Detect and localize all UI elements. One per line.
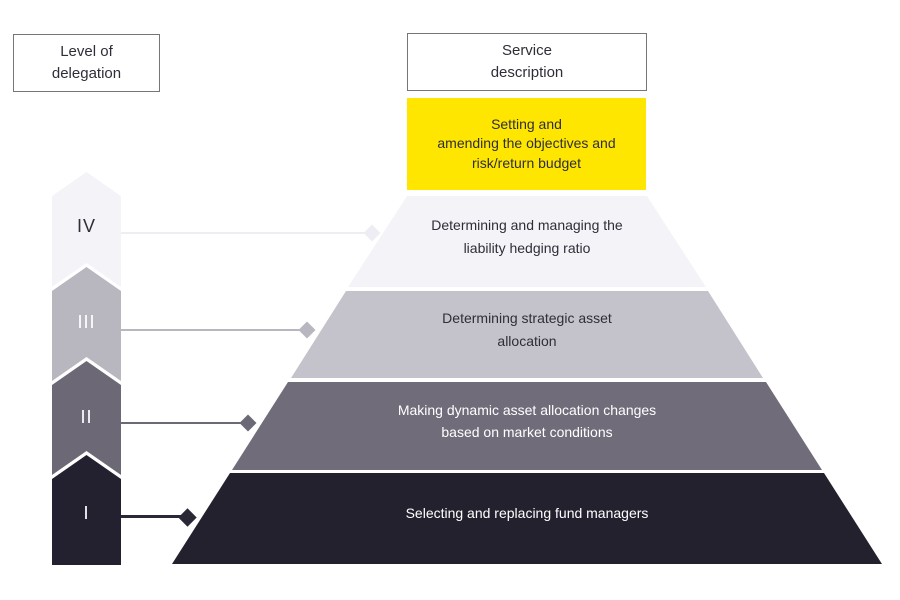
chevron-level-i [52,455,121,565]
connector-diamond-iii [298,321,316,339]
level-of-delegation-header-box: Level of delegation [13,34,160,92]
connector-line-iv [121,232,372,234]
connector-line-iii [121,329,307,331]
connector-line-i [121,515,187,518]
pyramid-layer-liability-hedging: Determining and managing the liability h… [348,196,706,287]
objectives-risk-budget-block: Setting and amending the objectives and … [407,98,646,190]
pyramid-layer-dynamic-allocation: Making dynamic asset allocation changes … [232,382,822,470]
numeral-iii: III [77,312,96,332]
numeral-i: I [83,503,90,523]
connector-diamond-iv [363,224,381,242]
connector-diamond-i [178,508,197,527]
pyramid-layer-fund-managers: Selecting and replacing fund managers [172,473,882,564]
numeral-ii: II [80,407,93,427]
service-description-header-box: Service description [407,33,647,91]
pyramid-layer-strategic-allocation: Determining strategic asset allocation [291,291,763,378]
connector-line-ii [121,422,248,424]
numeral-iv: IV [76,216,96,236]
connector-diamond-ii [239,414,257,432]
